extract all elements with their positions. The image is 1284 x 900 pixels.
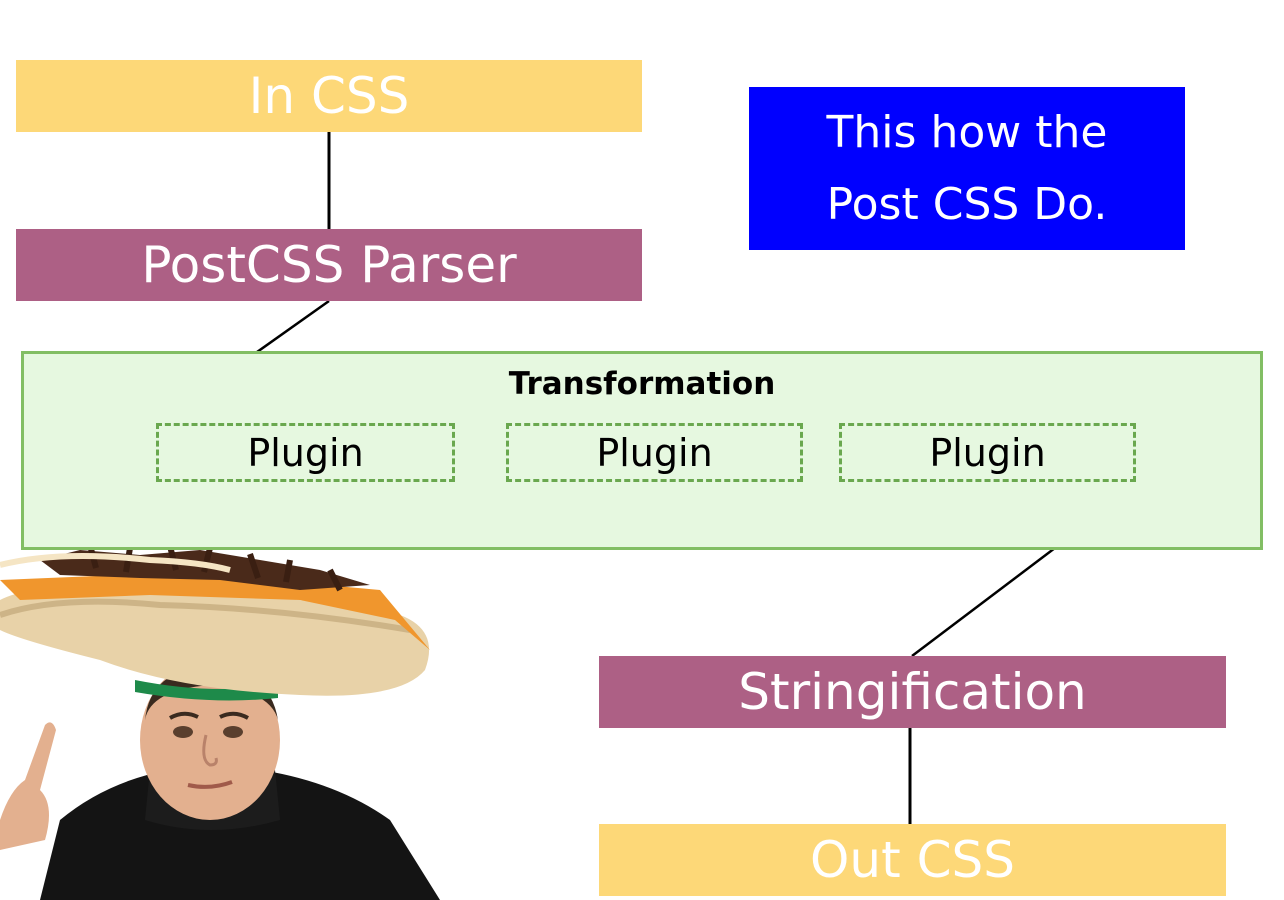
note-line-1: This how the — [826, 106, 1108, 158]
out-css-label: Out CSS — [810, 831, 1015, 889]
sandwich-hat-man-photo — [0, 544, 440, 900]
in-css-node: In CSS — [16, 60, 642, 132]
note-box: This how the Post CSS Do. — [749, 87, 1185, 250]
transformation-group: Transformation — [21, 351, 1263, 550]
postcss-parser-node: PostCSS Parser — [16, 229, 642, 301]
stringification-node: Stringification — [599, 656, 1226, 728]
plugin-label: Plugin — [247, 430, 364, 475]
plugin-box: Plugin — [506, 423, 803, 482]
note-line-2: Post CSS Do. — [826, 178, 1108, 230]
stringify-label: Stringification — [738, 663, 1087, 721]
plugin-label: Plugin — [596, 430, 713, 475]
out-css-node: Out CSS — [599, 824, 1226, 896]
plugin-label: Plugin — [929, 430, 1046, 475]
plugin-box: Plugin — [156, 423, 455, 482]
in-css-label: In CSS — [248, 67, 410, 125]
transformation-title: Transformation — [508, 366, 776, 402]
parser-label: PostCSS Parser — [141, 236, 517, 294]
plugin-box: Plugin — [839, 423, 1136, 482]
